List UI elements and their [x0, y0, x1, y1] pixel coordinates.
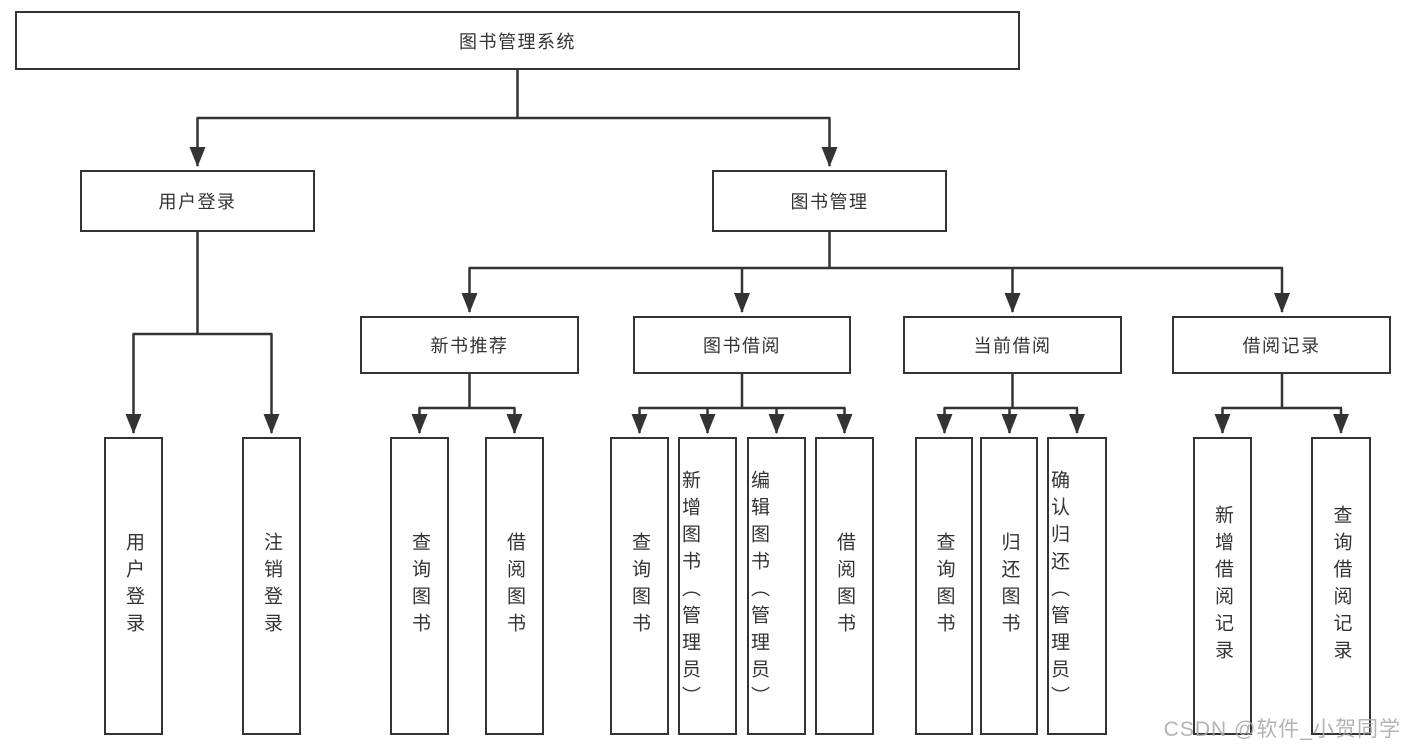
node-label: 用户登录: [123, 532, 144, 640]
node-book-management-module: 图书管理: [712, 170, 947, 232]
node-label: 查询图书: [629, 532, 650, 640]
node-label: 注销登录: [261, 532, 282, 640]
node-leaf-return-book: 归还图书: [980, 437, 1038, 735]
node-new-book-recommendation: 新书推荐: [360, 316, 579, 374]
node-label: 查询借阅记录: [1330, 505, 1352, 667]
node-label: 归还图书: [998, 532, 1020, 640]
node-leaf-user-login: 用户登录: [104, 437, 163, 735]
node-label: 用户登录: [158, 192, 237, 212]
node-leaf-add-book-admin: 新增图书（管理员）: [678, 437, 737, 735]
node-label: 图书借阅: [703, 336, 781, 356]
node-label: 编辑图书（管理员）: [748, 469, 769, 713]
csdn-watermark: CSDN @软件_小贺同学: [1163, 718, 1401, 741]
node-label: 借阅记录: [1242, 336, 1321, 356]
node-leaf-edit-book-admin: 编辑图书（管理员）: [747, 437, 806, 735]
node-leaf-confirm-return-admin: 确认归还（管理员）: [1047, 437, 1107, 735]
node-borrowing-records: 借阅记录: [1172, 316, 1391, 374]
node-leaf-borrow-book: 借阅图书: [815, 437, 874, 735]
node-label: 确认归还（管理员）: [1048, 469, 1069, 713]
node-label: 查询图书: [409, 532, 430, 640]
node-leaf-borrow-book-recommend: 借阅图书: [485, 437, 544, 735]
node-current-borrowing: 当前借阅: [903, 316, 1122, 374]
node-label: 图书管理: [790, 192, 869, 212]
node-root-library-system: 图书管理系统: [15, 11, 1020, 70]
node-leaf-query-book-borrow: 查询图书: [610, 437, 669, 735]
node-label: 借阅图书: [504, 532, 525, 640]
node-user-login-module: 用户登录: [80, 170, 315, 232]
node-label: 新增借阅记录: [1212, 505, 1233, 667]
node-label: 新增图书（管理员）: [679, 469, 700, 713]
node-leaf-logout: 注销登录: [242, 437, 301, 735]
node-label: 新书推荐: [430, 336, 509, 356]
node-label: 借阅图书: [834, 532, 855, 640]
node-leaf-query-book-recommend: 查询图书: [390, 437, 449, 735]
node-label: 当前借阅: [973, 336, 1052, 356]
node-leaf-query-borrow-record: 查询借阅记录: [1311, 437, 1371, 735]
node-leaf-query-book-current: 查询图书: [915, 437, 973, 735]
node-label: 图书管理系统: [459, 31, 576, 52]
node-book-borrowing: 图书借阅: [633, 316, 851, 374]
node-label: 查询图书: [933, 532, 955, 640]
node-leaf-add-borrow-record: 新增借阅记录: [1193, 437, 1252, 735]
